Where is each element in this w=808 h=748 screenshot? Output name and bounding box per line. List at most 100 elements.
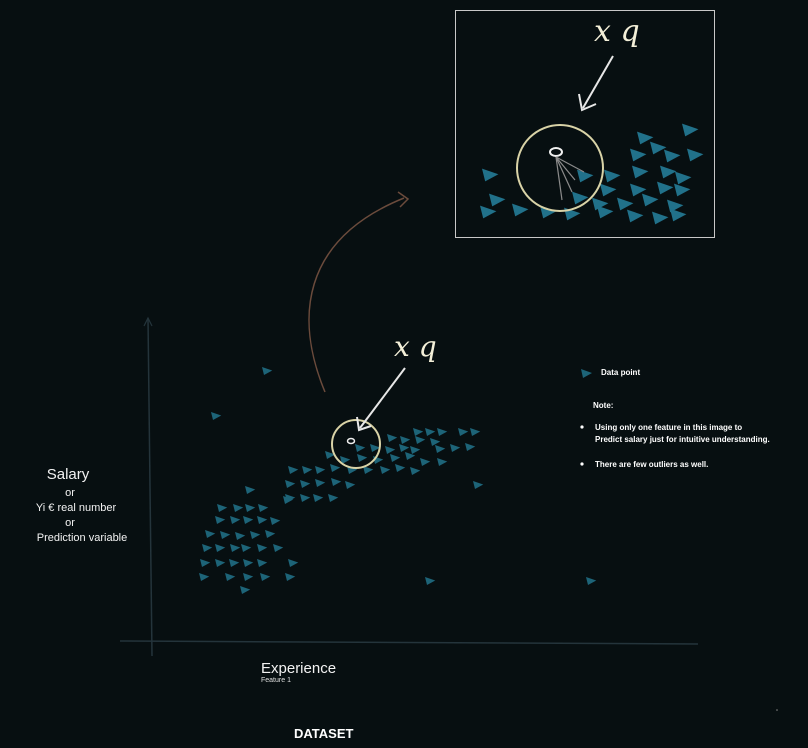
data-point: [257, 559, 268, 567]
data-point: [340, 456, 351, 464]
data-point: [243, 516, 254, 524]
inset-box: [455, 10, 715, 238]
query-arrow-head: [356, 416, 372, 432]
data-point: [399, 444, 410, 452]
inset-data-point: [660, 165, 677, 179]
inset-data-point: [637, 131, 654, 145]
corner-dot: [776, 709, 778, 711]
inset-query-arrow-head: [578, 93, 597, 112]
data-point: [229, 559, 240, 567]
data-point: [385, 446, 396, 454]
data-point: [410, 446, 421, 454]
inset-data-points: [480, 123, 704, 225]
data-point: [250, 531, 261, 539]
data-point: [473, 481, 484, 489]
data-point: [357, 454, 368, 462]
data-point: [435, 445, 446, 453]
note-bullet-1: [580, 425, 584, 429]
inset-data-point: [572, 191, 589, 205]
inset-data-point: [657, 181, 674, 195]
note-bullet-2: [580, 462, 584, 466]
query-arrow: [359, 367, 406, 429]
legend-label: Data point: [601, 368, 641, 377]
data-point: [313, 494, 324, 502]
data-point: [270, 517, 281, 525]
inset-data-point: [627, 209, 644, 223]
data-point: [265, 530, 276, 538]
main-query-label: x q: [394, 330, 437, 363]
data-point: [415, 436, 426, 444]
x-axis: [119, 640, 699, 645]
data-point: [215, 544, 226, 552]
inset-data-point: [597, 205, 614, 219]
data-point: [245, 486, 256, 494]
data-point: [387, 434, 398, 442]
data-point: [285, 573, 296, 581]
data-point: [215, 516, 226, 524]
inset-neighborhood-circle: [516, 124, 604, 212]
data-point: [470, 428, 481, 436]
data-point: [285, 480, 296, 488]
data-point: [331, 478, 342, 486]
inset-data-point: [630, 148, 647, 162]
inset-neighbor-arrows: [555, 156, 585, 201]
data-point: [300, 494, 311, 502]
y-axis-label-or-2: or: [65, 517, 75, 529]
data-point: [315, 479, 326, 487]
data-point: [283, 496, 294, 504]
data-point: [380, 466, 391, 474]
inset-query-arrow: [582, 55, 614, 109]
inset-data-point: [577, 169, 594, 183]
data-point: [400, 436, 411, 444]
inset-data-point: [617, 197, 634, 211]
data-point: [202, 544, 213, 552]
data-point: [437, 428, 448, 436]
inset-data-point: [512, 203, 529, 217]
data-point: [345, 481, 356, 489]
data-point: [430, 438, 441, 446]
inset-data-point: [630, 183, 647, 197]
inset-data-point: [600, 183, 617, 197]
data-point: [199, 573, 210, 581]
data-point: [257, 516, 268, 524]
data-point: [458, 428, 469, 436]
legend-point-icon: [581, 369, 592, 378]
data-point: [300, 480, 311, 488]
data-point: [370, 444, 381, 452]
data-point: [465, 443, 476, 451]
data-point: [220, 531, 231, 539]
y-axis-label-prediction: Prediction variable: [36, 532, 128, 544]
inset-data-point: [650, 141, 667, 155]
inset-data-point: [687, 148, 704, 162]
data-point: [325, 451, 336, 459]
note-bullet-1-line-2: Predict salary just for intuitive unders…: [595, 435, 770, 444]
data-point: [450, 444, 461, 452]
data-point: [240, 586, 251, 594]
inset-data-point: [670, 208, 687, 222]
inset-data-point: [489, 193, 506, 207]
data-point: [363, 466, 374, 474]
curved-arrow-head: [397, 191, 410, 208]
inset-data-point: [675, 171, 692, 185]
data-point: [425, 428, 436, 436]
inset-data-point: [592, 197, 609, 211]
data-point: [355, 444, 366, 452]
data-point: [288, 559, 299, 567]
query-neighborhood-circle: [331, 419, 381, 469]
data-point: [243, 573, 254, 581]
data-point: [328, 494, 339, 502]
note-title: Note:: [593, 401, 614, 410]
data-point: [330, 464, 341, 472]
y-axis-arrowhead: [143, 316, 153, 327]
data-point: [241, 544, 252, 552]
query-point: [346, 437, 356, 445]
data-point: [200, 559, 211, 567]
main-data-points: [199, 367, 597, 594]
inset-data-point: [632, 165, 649, 179]
y-axis-label-salary: Salary: [46, 466, 90, 483]
curved-arrow: [308, 197, 405, 393]
data-point: [215, 559, 226, 567]
inset-data-point: [652, 211, 669, 225]
dataset-title: DATASET: [294, 726, 354, 741]
